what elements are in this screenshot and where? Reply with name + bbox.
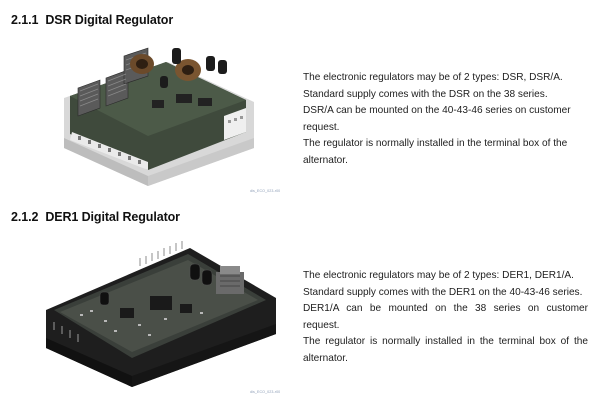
dsr-regulator-image: [64, 47, 254, 186]
section-heading-dsr: 2.1.1 DSR Digital Regulator: [11, 13, 173, 27]
paragraph-line: The electronic regulators may be of 2 ty…: [303, 72, 563, 83]
paragraph-line: The regulator is normally installed in t…: [303, 336, 588, 348]
dsr-description: The electronic regulators may be of 2 ty…: [303, 70, 588, 170]
section-heading-der1: 2.1.2 DER1 Digital Regulator: [11, 210, 180, 224]
section-number: 2.1.1: [11, 13, 39, 27]
image-caption: dis_ECO_023-r00: [250, 390, 281, 394]
der1-description: The electronic regulators may be of 2 ty…: [303, 268, 588, 368]
paragraph-line: alternator.: [303, 154, 348, 166]
paragraph-line: DER1/A can be mounted on the 38 series o…: [303, 303, 588, 315]
section-title: DER1 Digital Regulator: [45, 210, 180, 224]
section-number: 2.1.2: [11, 210, 39, 224]
paragraph-line: Standard supply comes with the DER1 on t…: [303, 286, 583, 298]
section-title: DSR Digital Regulator: [45, 13, 174, 27]
paragraph-line: Standard supply comes with the DSR on th…: [303, 88, 548, 100]
der1-regulator-image: [46, 241, 276, 387]
paragraph-line: request.: [303, 121, 340, 133]
paragraph-line: request.: [303, 319, 340, 331]
image-caption: dis_ECO_023-r00: [250, 189, 281, 193]
paragraph-line: The regulator is normally installed in t…: [303, 138, 568, 150]
paragraph-line: The electronic regulators may be of 2 ty…: [303, 270, 574, 281]
paragraph-line: alternator.: [303, 352, 348, 364]
paragraph-line: DSR/A can be mounted on the 40-43-46 ser…: [303, 105, 571, 117]
